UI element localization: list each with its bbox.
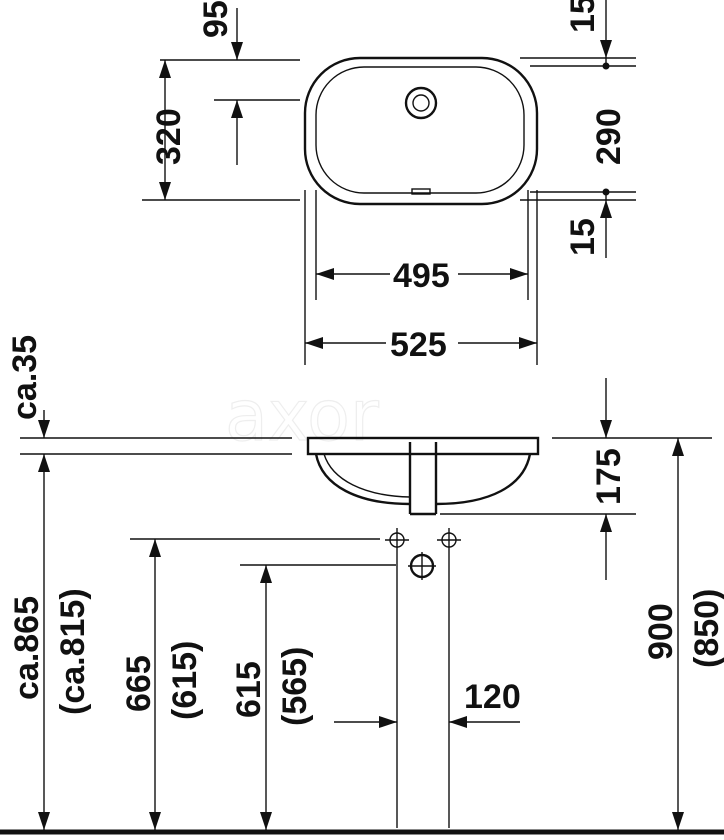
dim-320-arrow-bottom: [159, 182, 171, 200]
dim-495-arrow-left: [316, 268, 334, 280]
dim-900-label: 900: [642, 603, 680, 660]
dim-15-top-dot: [602, 62, 610, 70]
dim-ca865-arrow-bottom: [38, 812, 50, 830]
dim-175-arrow-top: [600, 420, 612, 438]
dim-taphole-arrow: [231, 100, 243, 118]
dim-95-label: 95: [197, 0, 235, 38]
dim-15-top-label: 15: [564, 0, 602, 33]
tap-hole-outer: [404, 86, 438, 120]
dim-900-arrow-bottom: [672, 812, 684, 830]
dim-320-label: 320: [150, 108, 188, 165]
dim-120-label: 120: [464, 678, 521, 716]
dim-ca815-label: (ca.815): [54, 588, 92, 715]
basin-bowl-left: [314, 453, 411, 506]
dim-15-bottom-arrow: [600, 200, 612, 218]
dim-525-label: 525: [390, 326, 447, 364]
dim-615-arrow-bottom: [260, 812, 272, 830]
dim-665-arrow-top: [149, 539, 161, 557]
dim-565-label: (565): [276, 647, 314, 726]
top-view: 95 320 15 290 15 495: [142, 0, 636, 365]
dim-665-arrow-bottom: [149, 812, 161, 830]
basin-inner-outline: [315, 66, 525, 194]
dim-15-bottom-label: 15: [564, 218, 602, 256]
side-view: ca.35 ca.865 (ca.815) 665 (615) 615 (565…: [0, 335, 724, 835]
dim-525-arrow-right: [519, 337, 537, 349]
dim-ca865-arrow-top: [38, 454, 50, 472]
basin-rim: [306, 436, 540, 456]
dim-15-bottom-dot: [602, 188, 610, 196]
dim-495-label: 495: [393, 257, 450, 295]
watermark: axor: [225, 375, 379, 457]
dim-525-arrow-left: [305, 337, 323, 349]
tap-hole-inner: [412, 94, 430, 112]
dim-850-label: (850): [688, 589, 724, 668]
dim-665-label: 665: [120, 655, 158, 712]
basin-outer-outline: [303, 56, 539, 206]
dim-615-label: 615: [230, 661, 268, 718]
basin-bowl-inner: [323, 453, 411, 498]
dim-900-arrow-top: [672, 438, 684, 456]
dim-495-arrow-right: [510, 268, 528, 280]
dim-290-label: 290: [590, 108, 628, 165]
dim-120-arrow-left: [379, 716, 397, 728]
dim-175-label: 175: [590, 448, 628, 505]
basin-bowl-right: [435, 453, 532, 506]
dim-ca35-label: ca.35: [6, 335, 44, 420]
dim-615-paren-label: (615): [166, 641, 204, 720]
overflow-slot: [411, 188, 431, 195]
dim-120-arrow-right: [449, 716, 467, 728]
dim-320-arrow-top: [159, 60, 171, 78]
dim-ca865-label: ca.865: [8, 596, 46, 700]
dim-175-arrow-bottom: [600, 514, 612, 532]
dim-15-top-arrow: [600, 40, 612, 58]
dim-615-arrow-top: [260, 565, 272, 583]
dim-95-arrow: [231, 42, 243, 60]
dim-ca35-arrow: [38, 420, 50, 438]
